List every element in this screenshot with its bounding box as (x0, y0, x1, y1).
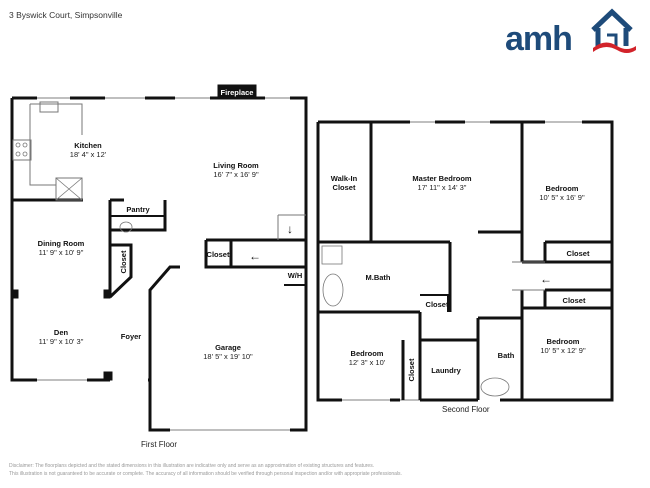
garage-dims: 18' 5" x 19' 10" (203, 352, 253, 361)
first-floor-label: First Floor (141, 440, 177, 449)
bedroom-dims-2: 12' 3" x 10' (349, 358, 386, 367)
pantry-label: Pantry (126, 205, 150, 214)
water-heater-label: W/H (288, 271, 303, 280)
bedroom-dims: 10' 5" x 16' 9" (539, 193, 585, 202)
garage-label: Garage (215, 343, 241, 352)
fireplace-label: Fireplace (221, 88, 254, 97)
dining-room-label: Dining Room (38, 239, 85, 248)
living-room-label: Living Room (213, 161, 259, 170)
first-floor-plan (10, 84, 308, 432)
den-dims: 11' 9" x 10' 3" (39, 337, 84, 346)
closet-label-5: Closet (426, 300, 449, 309)
closet-label-3: Closet (567, 249, 590, 258)
disclaimer-line-2: This illustration is not guaranteed to b… (9, 471, 402, 477)
walk-in-closet-label-2: Closet (333, 183, 356, 192)
second-floor-plan (316, 120, 614, 402)
kitchen-dims: 18' 4" x 12' (70, 150, 107, 159)
second-floor-label: Second Floor (442, 405, 490, 414)
closet-label-4: Closet (563, 296, 586, 305)
closet-label-6: Closet (407, 358, 416, 381)
house-icon (591, 8, 636, 53)
closet-label: Closet (119, 250, 128, 273)
disclaimer-line-1: Disclaimer: The floorplans depicted and … (9, 463, 375, 469)
bedroom-label: Bedroom (546, 184, 579, 193)
bath-label: Bath (498, 351, 515, 360)
bedroom-dims-3: 10' 5" x 12' 9" (540, 346, 586, 355)
stairs-down-arrow: ↓ (287, 222, 293, 236)
master-bedroom-dims: 17' 11" x 14' 3" (418, 183, 467, 192)
foyer-label: Foyer (121, 332, 142, 341)
bedroom-label-3: Bedroom (547, 337, 580, 346)
living-room-dims: 16' 7" x 16' 9" (213, 170, 259, 179)
dining-room-dims: 11' 9" x 10' 9" (39, 248, 84, 257)
walk-in-closet-label: Walk-In (331, 174, 358, 183)
laundry-label: Laundry (431, 366, 461, 375)
stairs-left-arrow: ← (249, 249, 261, 263)
amh-logo: amh (505, 8, 640, 58)
den-label: Den (54, 328, 69, 337)
kitchen-label: Kitchen (74, 141, 102, 150)
bedroom-label-2: Bedroom (351, 349, 384, 358)
logo-text: amh (505, 20, 573, 58)
stairs-left-arrow-2: ← (540, 272, 552, 286)
closet-label-2: Closet (207, 250, 230, 259)
master-bath-label: M.Bath (366, 273, 391, 282)
fireplace (217, 84, 257, 100)
property-address: 3 Byswick Court, Simpsonville (9, 10, 123, 20)
master-bedroom-label: Master Bedroom (412, 174, 472, 183)
